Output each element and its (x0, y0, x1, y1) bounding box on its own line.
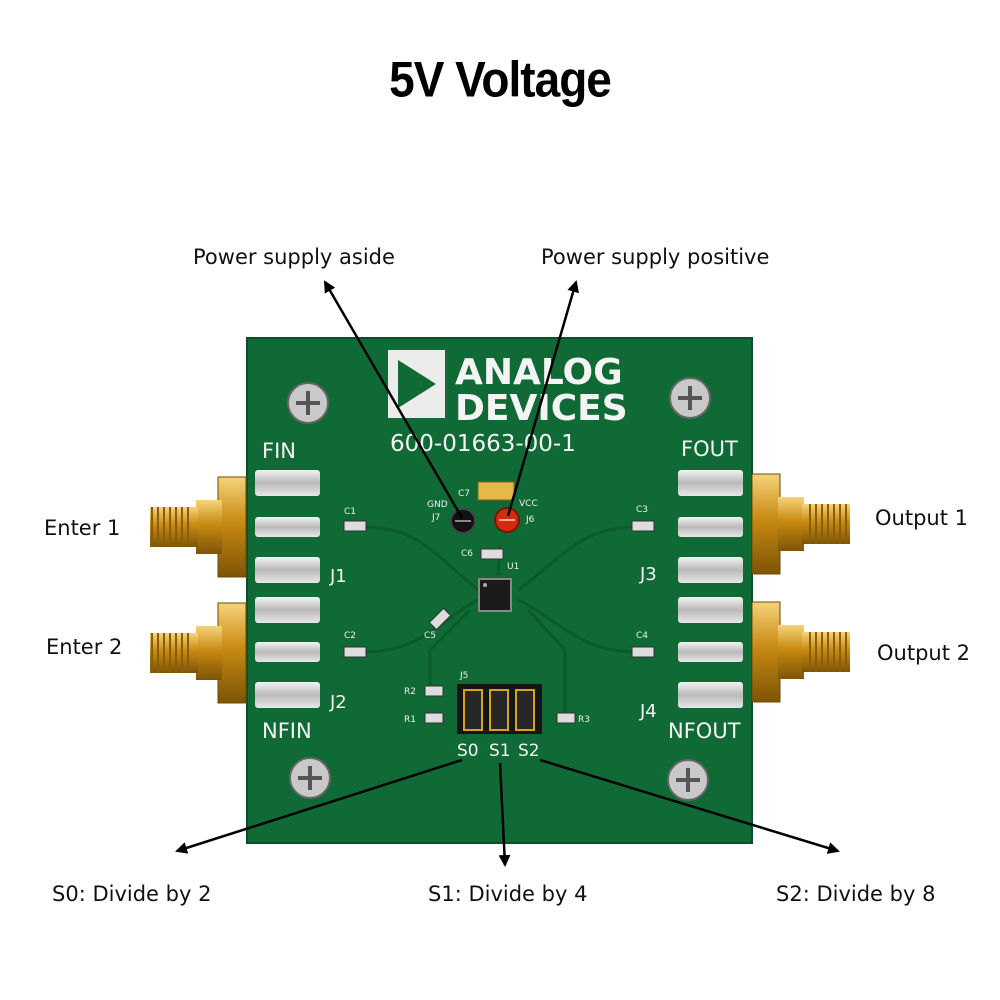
c4-label: C4 (636, 631, 648, 641)
capacitor-c6 (480, 548, 504, 560)
j3-label: J3 (639, 564, 657, 585)
resistor-r3 (556, 712, 576, 724)
callout-s0: S0: Divide by 2 (52, 882, 212, 906)
sma-connector-enter2 (150, 602, 247, 704)
callout-enter1: Enter 1 (44, 516, 121, 540)
mounting-screw-top-right (669, 377, 711, 419)
u1-label: U1 (507, 562, 519, 572)
sma-connector-enter1 (150, 476, 247, 578)
j4-label: J4 (639, 701, 657, 722)
j2-label: J2 (329, 692, 347, 713)
capacitor-c1 (343, 520, 367, 532)
c3-label: C3 (636, 505, 648, 515)
part-number-label: 600-01663-00-1 (390, 431, 576, 457)
j5-label: J5 (459, 671, 468, 681)
left-edge-pads (255, 470, 320, 708)
j6-label: J6 (525, 515, 535, 525)
chip-u1 (478, 578, 512, 612)
callout-power-negative: Power supply aside (193, 245, 395, 269)
s2-label: S2 (518, 741, 540, 761)
mounting-screw-bottom-left (289, 757, 331, 799)
j7-label: J7 (431, 513, 440, 523)
resistor-r2 (424, 685, 444, 697)
callout-output1: Output 1 (875, 506, 968, 530)
vcc-label: VCC (519, 499, 538, 509)
callout-s2: S2: Divide by 8 (776, 882, 936, 906)
arrow-power-negative (323, 280, 464, 519)
s0-label: S0 (457, 741, 479, 761)
arrow-s0 (175, 758, 463, 854)
page-title: 5V Voltage (389, 50, 612, 108)
svg-text:DEVICES: DEVICES (455, 388, 628, 429)
arrow-s1 (498, 762, 511, 867)
mounting-screw-bottom-right (667, 759, 709, 801)
callout-output2: Output 2 (877, 641, 970, 665)
sma-connector-output1 (751, 473, 850, 575)
c5-label: C5 (424, 631, 436, 641)
capacitor-c5 (428, 607, 452, 631)
jumper-header-j5 (457, 684, 542, 734)
callout-power-positive: Power supply positive (541, 245, 770, 269)
analog-devices-logo: ANALOG DEVICES (388, 350, 628, 429)
callout-arrows (175, 280, 840, 867)
c7-label: C7 (458, 489, 470, 499)
c2-label: C2 (344, 631, 356, 641)
c1-label: C1 (344, 507, 356, 517)
nfout-label: NFOUT (668, 719, 741, 743)
r2-label: R2 (404, 687, 416, 697)
fout-label: FOUT (681, 437, 738, 461)
test-point-j7-gnd (450, 508, 476, 534)
c6-label: C6 (461, 549, 473, 559)
capacitor-c2 (343, 646, 367, 658)
capacitor-c7 (477, 481, 515, 501)
test-point-j6-vcc (494, 507, 520, 533)
mounting-screw-top-left (287, 382, 329, 424)
nfin-label: NFIN (262, 719, 312, 743)
callout-enter2: Enter 2 (46, 635, 123, 659)
pcb-traces (364, 525, 636, 712)
arrow-power-positive (506, 280, 579, 517)
resistor-r1 (424, 712, 444, 724)
capacitor-c4 (631, 646, 655, 658)
j1-label: J1 (329, 566, 347, 587)
right-edge-pads (678, 470, 743, 708)
fin-label: FIN (262, 439, 296, 463)
callout-s1: S1: Divide by 4 (428, 882, 588, 906)
svg-text:ANALOG: ANALOG (455, 352, 623, 393)
arrow-s2 (539, 758, 840, 854)
sma-connector-output2 (751, 601, 850, 703)
gnd-label: GND (427, 500, 448, 510)
r3-label: R3 (578, 715, 590, 725)
r1-label: R1 (404, 715, 416, 725)
capacitor-c3 (631, 520, 655, 532)
s1-label: S1 (489, 741, 511, 761)
